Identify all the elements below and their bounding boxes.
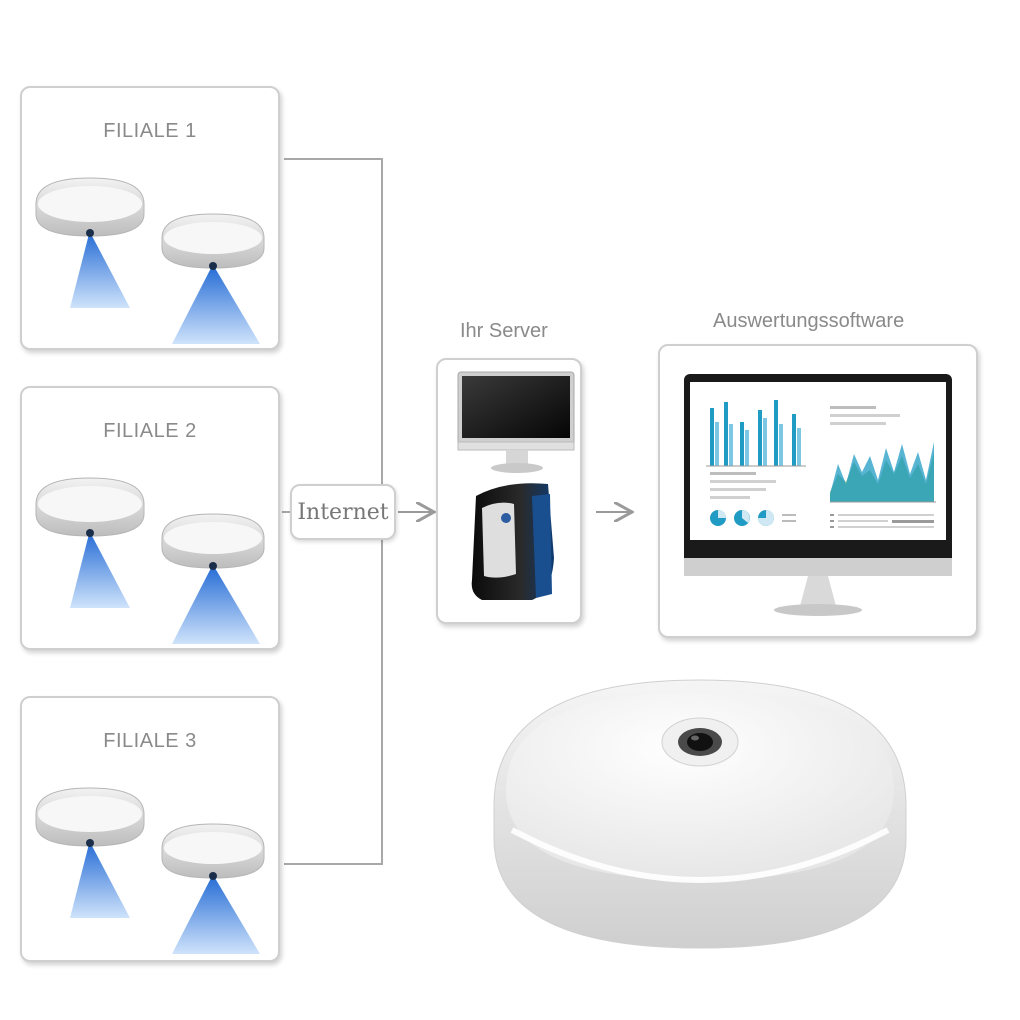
branch-title: FILIALE 2 <box>103 420 197 442</box>
software-box <box>658 344 978 638</box>
server-label: Ihr Server <box>460 320 548 342</box>
branch-box-1: FILIALE 1 <box>20 86 280 350</box>
ceiling-sensor-icon <box>35 477 265 644</box>
branch-title: FILIALE 1 <box>103 120 197 142</box>
ceiling-sensor-icon <box>35 177 265 344</box>
software-label: Auswertungssoftware <box>713 310 905 332</box>
branch-title: FILIALE 3 <box>103 730 197 752</box>
branch-box-3: FILIALE 3 <box>20 696 280 962</box>
internet-node: Internet <box>290 484 396 540</box>
area-chart-thumbnail <box>830 406 936 528</box>
server-box <box>436 358 582 624</box>
bar-chart-thumbnail <box>706 400 806 526</box>
ceiling-sensor-icon <box>35 787 265 954</box>
analytics-monitor-icon <box>684 374 952 616</box>
line-branch-3 <box>284 540 383 865</box>
server-computer-icon <box>457 371 575 600</box>
internet-label: Internet <box>297 499 389 525</box>
branch-box-2: FILIALE 2 <box>20 386 280 650</box>
line-branch-1 <box>284 158 383 484</box>
